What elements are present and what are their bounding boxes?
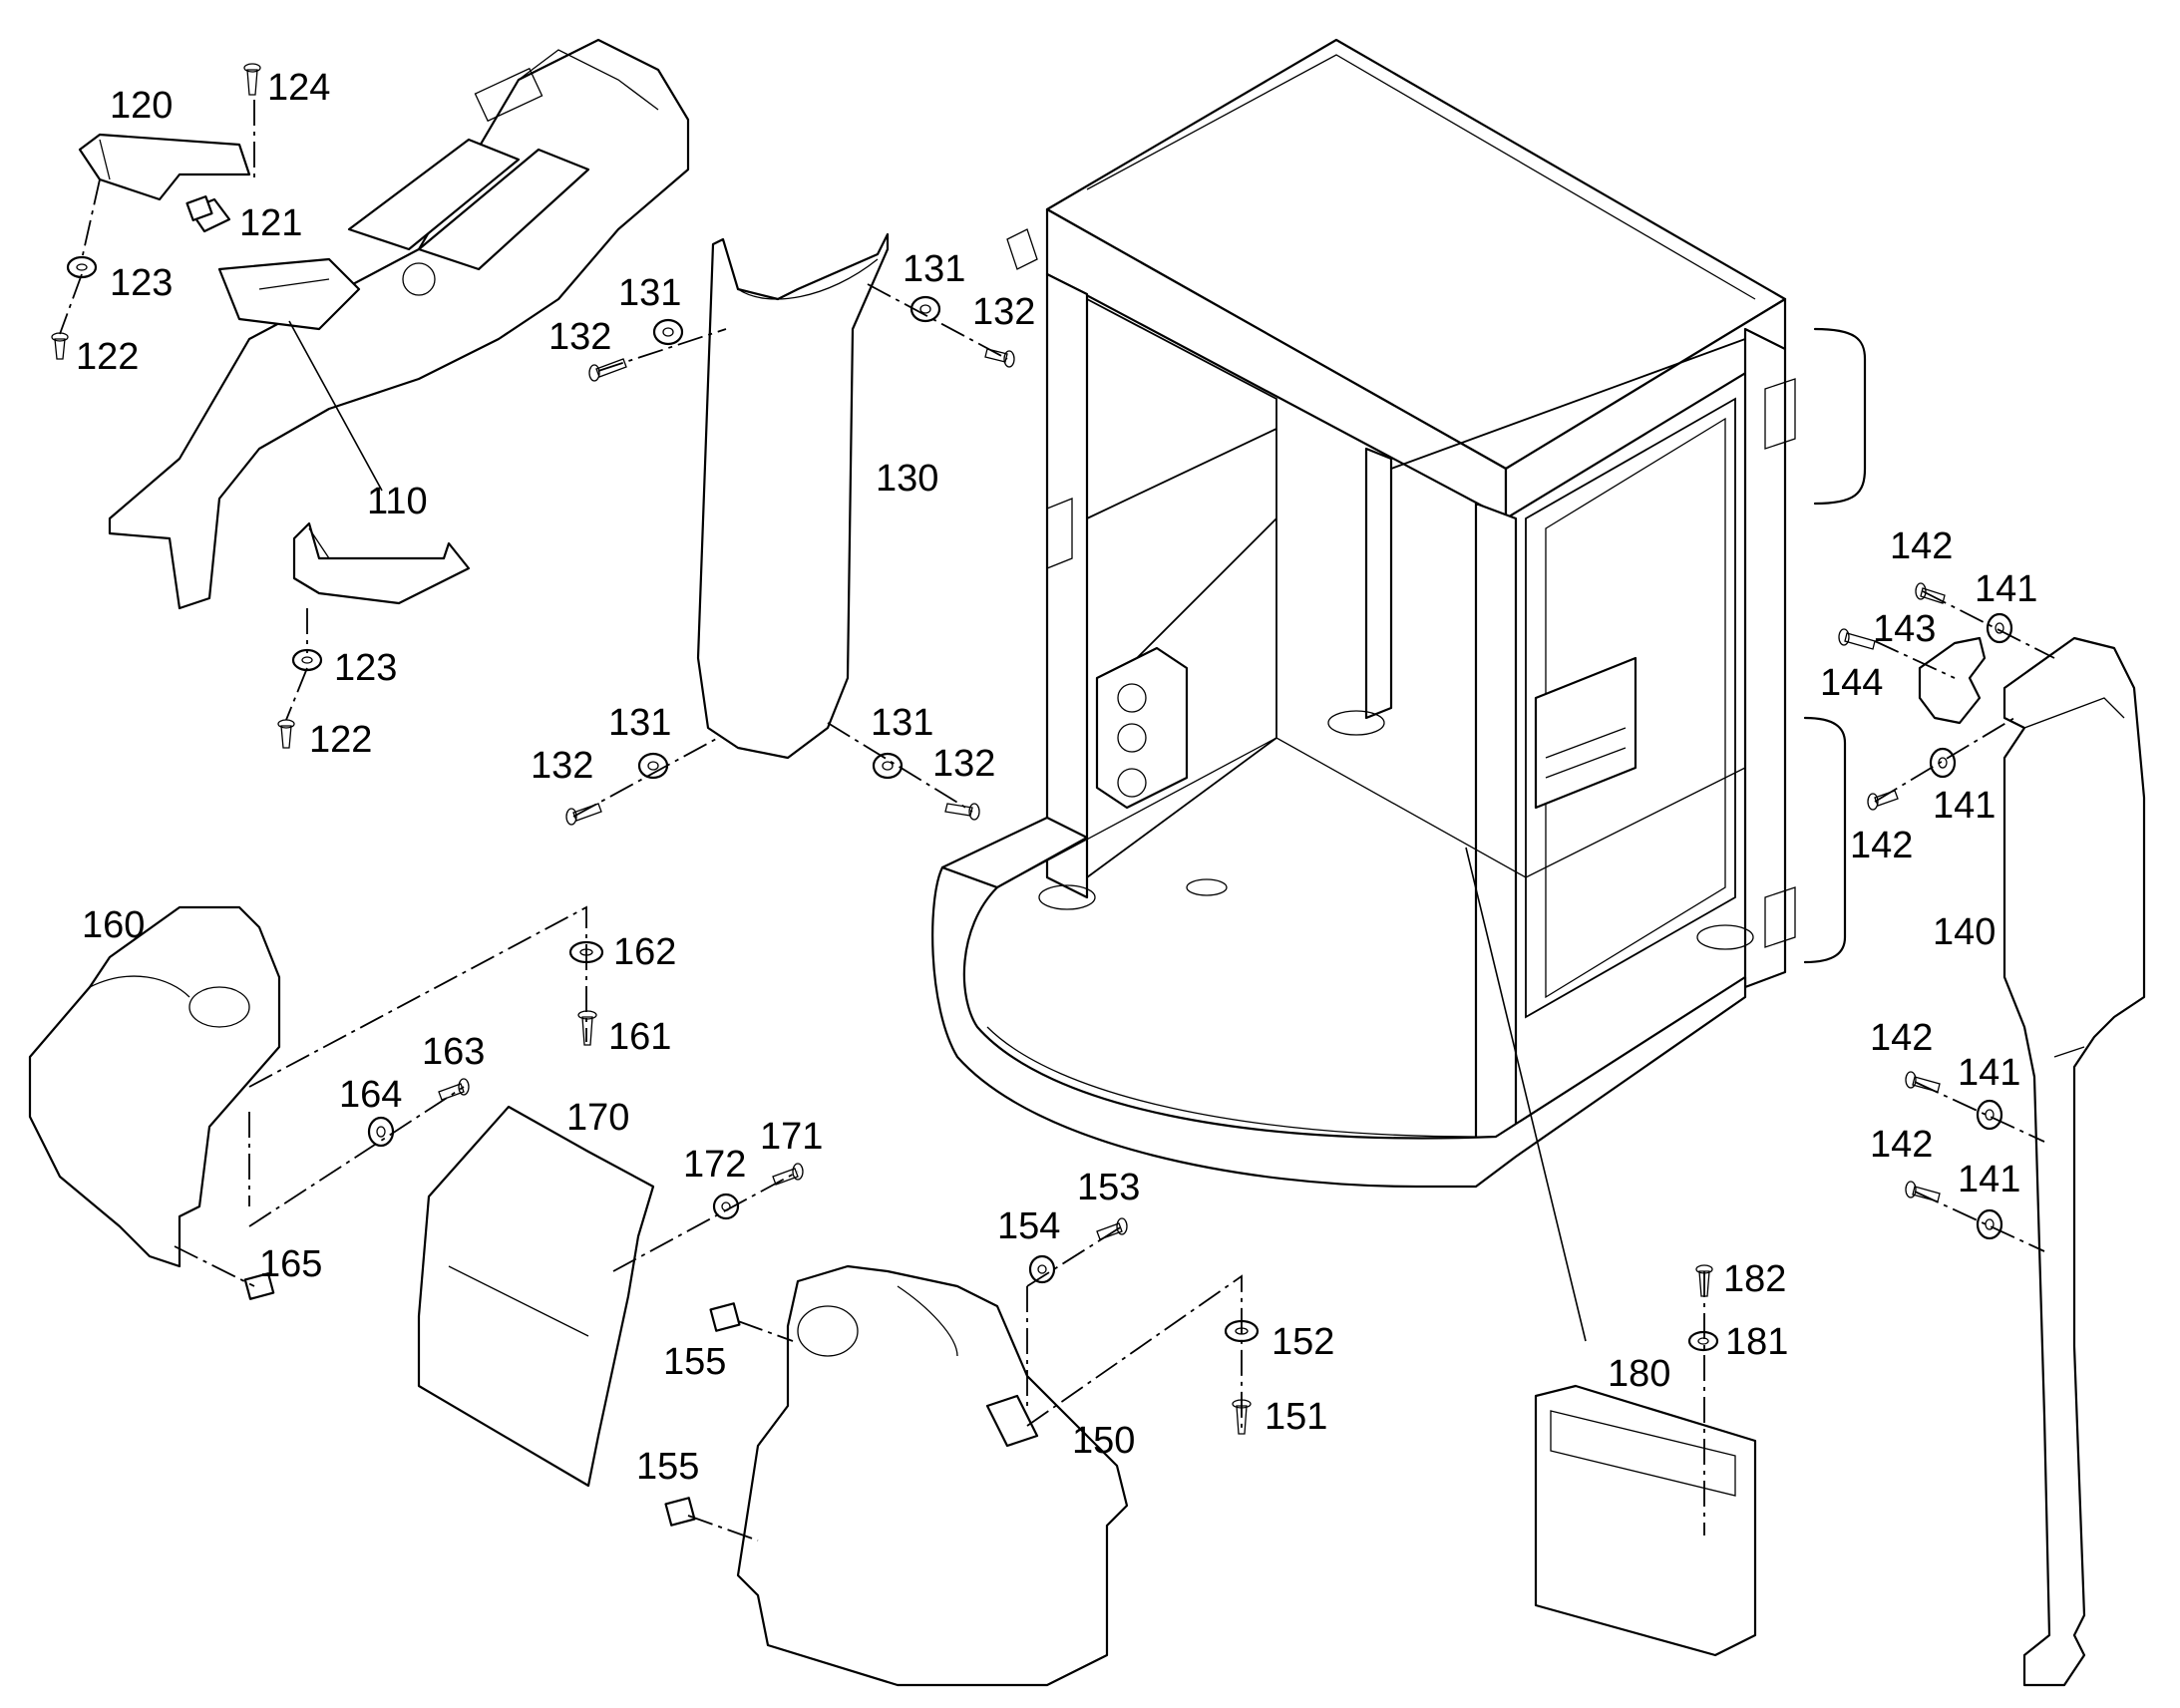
label-123b: 123 — [334, 647, 397, 689]
label-155b: 155 — [636, 1446, 699, 1488]
label-132c: 132 — [531, 745, 593, 787]
label-142b: 142 — [1850, 825, 1913, 866]
label-122b: 122 — [309, 719, 372, 761]
label-182: 182 — [1723, 1258, 1786, 1300]
part-120 — [78, 133, 251, 233]
part-150 — [736, 1264, 1129, 1687]
fasteners — [51, 63, 2013, 1527]
label-151: 151 — [1265, 1396, 1327, 1438]
label-141a: 141 — [1975, 568, 2037, 610]
label-141d: 141 — [1958, 1159, 2020, 1200]
label-124: 124 — [267, 67, 330, 109]
label-121: 121 — [239, 202, 302, 244]
part-160 — [28, 905, 281, 1268]
label-155a: 155 — [663, 1341, 726, 1383]
label-131d: 131 — [871, 702, 933, 744]
part-labels: 120 124 121 123 122 110 123 122 131 132 … — [76, 67, 2037, 1488]
label-165: 165 — [259, 1243, 322, 1285]
label-163: 163 — [422, 1031, 485, 1073]
label-110: 110 — [367, 481, 428, 522]
label-181: 181 — [1725, 1321, 1788, 1363]
part-180 — [1534, 1384, 1757, 1657]
label-152: 152 — [1272, 1321, 1334, 1363]
label-141c: 141 — [1958, 1052, 2020, 1094]
label-170: 170 — [566, 1097, 629, 1139]
label-160: 160 — [82, 904, 145, 946]
label-143: 143 — [1873, 608, 1936, 650]
label-132b: 132 — [972, 291, 1035, 333]
label-141b: 141 — [1933, 785, 1996, 827]
label-132d: 132 — [932, 743, 995, 785]
label-131a: 131 — [618, 272, 681, 314]
label-123: 123 — [110, 262, 173, 304]
label-142d: 142 — [1870, 1124, 1933, 1166]
label-122: 122 — [76, 336, 139, 378]
part-144 — [1918, 636, 1987, 725]
part-110 — [292, 521, 471, 605]
label-144: 144 — [1820, 662, 1883, 704]
label-161: 161 — [608, 1016, 671, 1058]
label-154: 154 — [997, 1205, 1060, 1247]
label-131c: 131 — [608, 702, 671, 744]
label-150: 150 — [1072, 1420, 1135, 1462]
label-120: 120 — [110, 85, 173, 127]
leader-lines — [59, 100, 2055, 1541]
label-171: 171 — [760, 1116, 823, 1158]
side-console — [108, 38, 690, 610]
label-180: 180 — [1608, 1353, 1670, 1395]
label-153: 153 — [1077, 1167, 1140, 1208]
label-131b: 131 — [903, 248, 965, 290]
label-162: 162 — [613, 931, 676, 973]
label-172: 172 — [683, 1144, 746, 1186]
part-140 — [2002, 636, 2146, 1687]
label-164: 164 — [339, 1074, 402, 1116]
label-142c: 142 — [1870, 1017, 1933, 1059]
part-130 — [696, 232, 890, 760]
label-132a: 132 — [548, 316, 611, 358]
label-140: 140 — [1933, 911, 1996, 953]
label-130: 130 — [876, 458, 938, 500]
callout-lines — [288, 320, 1587, 1342]
label-142a: 142 — [1890, 525, 1953, 567]
part-170 — [417, 1105, 655, 1488]
cab-frame — [931, 38, 1867, 1189]
